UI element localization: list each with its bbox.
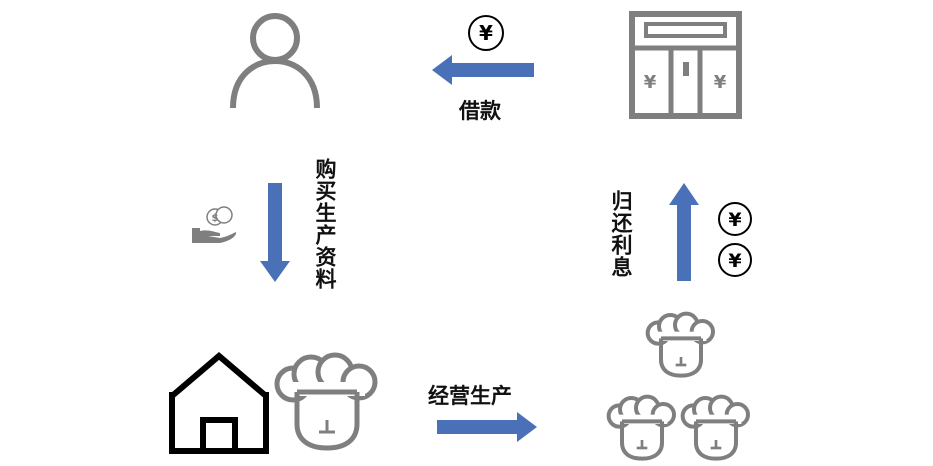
sheep-icon (273, 352, 381, 452)
svg-text:¥: ¥ (479, 21, 493, 45)
svg-text:¥: ¥ (728, 250, 741, 272)
house-icon (168, 352, 270, 454)
yuan-coin-icon: ¥ (466, 13, 506, 53)
repay-label: 归还利息 (609, 190, 633, 278)
borrow-label: 借款 (459, 99, 501, 123)
sheep-icon-left (606, 393, 678, 463)
bank-yuan-left: ¥ (644, 72, 657, 93)
yuan-coin-icon-upper: ¥ (716, 200, 754, 238)
bank-yuan-right: ¥ (714, 72, 727, 93)
buy-arrow (260, 183, 290, 283)
bank-icon: ¥ ¥ (628, 10, 743, 120)
svg-text:¥: ¥ (728, 209, 741, 231)
buy-label: 购买生产资料 (313, 158, 337, 290)
sheep-icon-top (645, 310, 717, 380)
svg-text:$: $ (212, 213, 219, 224)
sheep-icon-right (680, 393, 752, 463)
repay-arrow (669, 183, 699, 283)
produce-arrow (437, 412, 537, 442)
person-icon (225, 5, 325, 110)
borrow-arrow (432, 55, 536, 85)
money-hand-icon: $ (190, 205, 240, 247)
yuan-coin-icon-lower: ¥ (716, 241, 754, 279)
produce-label: 经营生产 (428, 384, 512, 408)
